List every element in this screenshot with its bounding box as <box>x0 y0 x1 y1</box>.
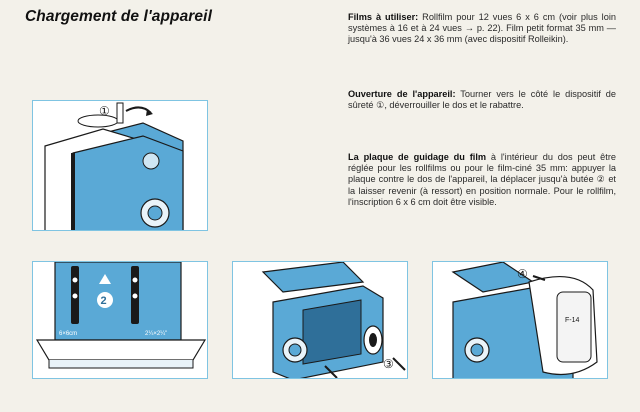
paragraph-body: à l'intérieur du dos peut être réglée po… <box>348 152 617 207</box>
figure-insert-spool: ③ <box>232 261 408 379</box>
page-title: Chargement de l'appareil <box>25 8 212 25</box>
figure-opening-camera: ① <box>32 100 208 231</box>
paragraph-heading: Films à utiliser: <box>348 12 419 22</box>
paragraph-body: Tourner vers le côté le dispositif de sû… <box>348 89 616 111</box>
camera-illustration: ① <box>44 102 184 230</box>
insert-spool-illustration: ③ <box>261 262 406 378</box>
paragraph-heading: La plaque de guidage du film <box>348 152 487 162</box>
figure-take-up-spool: F-14 ④ <box>432 261 608 379</box>
paragraph-ouverture: Ouverture de l'appareil: Tourner vers le… <box>348 89 616 111</box>
figure-guide-plate: 2 6×6cm 2¼×2¼" <box>32 261 208 379</box>
plate-label-imperial: 2¼×2¼" <box>145 331 167 337</box>
figure-marker-2: 2 <box>101 295 107 307</box>
take-up-illustration: F-14 ④ <box>451 262 598 378</box>
plate-label-metric: 6×6cm <box>59 331 77 337</box>
figure-marker-4: ④ <box>517 267 528 281</box>
guide-plate-illustration: 2 6×6cm 2¼×2¼" <box>35 262 207 369</box>
paragraph-body: Rollfilm pour 12 vues 6 x 6 cm (voir plu… <box>348 12 616 45</box>
figure-marker-3: ③ <box>383 357 394 371</box>
figure-marker-1: ① <box>99 104 110 118</box>
spool-label: F-14 <box>565 317 580 324</box>
paragraph-heading: Ouverture de l'appareil: <box>348 89 456 99</box>
paragraph-plaque: La plaque de guidage du film à l'intérie… <box>348 152 616 208</box>
paragraph-films: Films à utiliser: Rollfilm pour 12 vues … <box>348 12 616 46</box>
